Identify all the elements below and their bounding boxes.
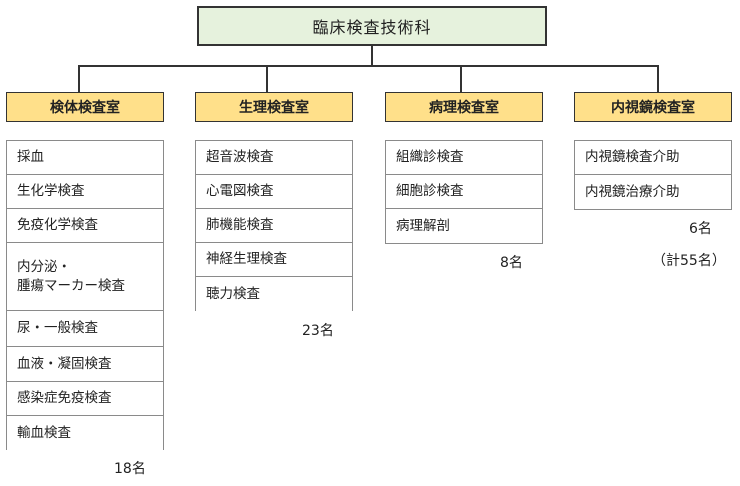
dept-name: 検体検査室: [50, 100, 120, 116]
dept-connector-2: [266, 65, 268, 92]
task-list-physiology: 超音波検査 心電図検査 肺機能検査 神経生理検査 聴力検査: [195, 140, 353, 311]
dept-connector-1: [78, 65, 80, 92]
list-item: 病理解剖: [396, 217, 450, 234]
list-item: 聴力検査: [206, 285, 260, 302]
dept-header-pathology: 病理検査室: [385, 92, 543, 122]
list-item: 尿・一般検査: [7, 311, 163, 347]
root-node: 臨床検査技術科: [197, 6, 547, 46]
task-list-pathology: 組織診検査 細胞診検査 病理解剖: [385, 140, 543, 244]
list-item: 内視鏡治療介助: [585, 183, 680, 200]
staff-count-pathology: 8名: [500, 255, 523, 271]
list-item-line: 内分泌・: [17, 258, 71, 275]
list-item: 内分泌・ 腫瘍マーカー検査: [7, 243, 163, 311]
list-item: 神経生理検査: [196, 243, 352, 277]
list-item: 感染症免疫検査: [7, 382, 163, 416]
root-label: 臨床検査技術科: [312, 18, 432, 37]
horizontal-connector: [78, 65, 659, 67]
staff-count-specimen: 18名: [114, 461, 146, 477]
task-list-endoscopy: 内視鏡検査介助 内視鏡治療介助: [574, 140, 732, 210]
staff-count-physiology: 23名: [302, 323, 334, 339]
list-item: 採血: [7, 141, 163, 175]
list-item: 生化学検査: [7, 175, 163, 209]
list-item: 超音波検査: [196, 141, 352, 175]
list-item: 血液・凝固検査: [7, 347, 163, 382]
task-list-specimen: 採血 生化学検査 免疫化学検査 内分泌・ 腫瘍マーカー検査 尿・一般検査 血液・…: [6, 140, 164, 450]
dept-name: 生理検査室: [239, 100, 309, 116]
dept-header-physiology: 生理検査室: [195, 92, 353, 122]
list-item: 肺機能検査: [196, 209, 352, 243]
dept-name: 内視鏡検査室: [611, 100, 695, 116]
dept-name: 病理検査室: [429, 100, 499, 116]
dept-connector-4: [657, 65, 659, 92]
list-item: 細胞診検査: [386, 175, 542, 209]
list-item-line: 腫瘍マーカー検査: [17, 277, 125, 294]
dept-header-endoscopy: 内視鏡検査室: [574, 92, 732, 122]
dept-connector-3: [460, 65, 462, 92]
list-item: 内視鏡検査介助: [575, 141, 731, 175]
staff-count-total: （計55名）: [652, 253, 726, 269]
list-item: 免疫化学検査: [7, 209, 163, 243]
list-item: 心電図検査: [196, 175, 352, 209]
list-item: 輸血検査: [17, 424, 71, 441]
dept-header-specimen: 検体検査室: [6, 92, 164, 122]
staff-count-endoscopy: 6名: [689, 221, 712, 237]
list-item: 組織診検査: [386, 141, 542, 175]
root-connector: [371, 46, 373, 66]
